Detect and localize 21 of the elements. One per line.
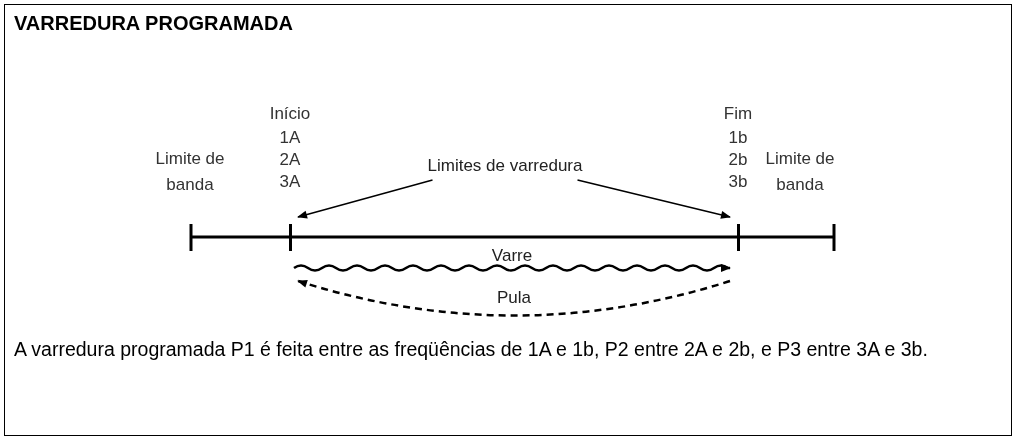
arrow [293,264,731,272]
sweep-limits-label: Limites de varredura [427,156,583,176]
axis-label: Início [269,104,311,124]
tick-mark [736,224,740,251]
axis-label: 3b [728,172,748,192]
title: VARREDURA PROGRAMADA [14,12,293,35]
edge-label: Pula [497,288,531,308]
axis-label: 1A [279,128,301,148]
tick-mark [288,224,292,251]
edge-label: Varre [491,246,533,266]
axis-label: Limite de banda [764,148,836,196]
axis-label: 2A [279,150,301,170]
axis-label: 1b [728,128,748,148]
arrow [297,279,731,317]
axis-label: Limite de banda [154,148,226,196]
axis-label: 2b [728,150,748,170]
leader-arrow [297,179,434,219]
axis-label: Fim [723,104,753,124]
axis-label: 3A [279,172,301,192]
leader-arrow [576,179,731,219]
caption: A varredura programada P1 é feita entre as freqüências de 1A e 1b, P2 entre 2A e 2b, e P3 entre 3A e 3b. [14,337,929,362]
